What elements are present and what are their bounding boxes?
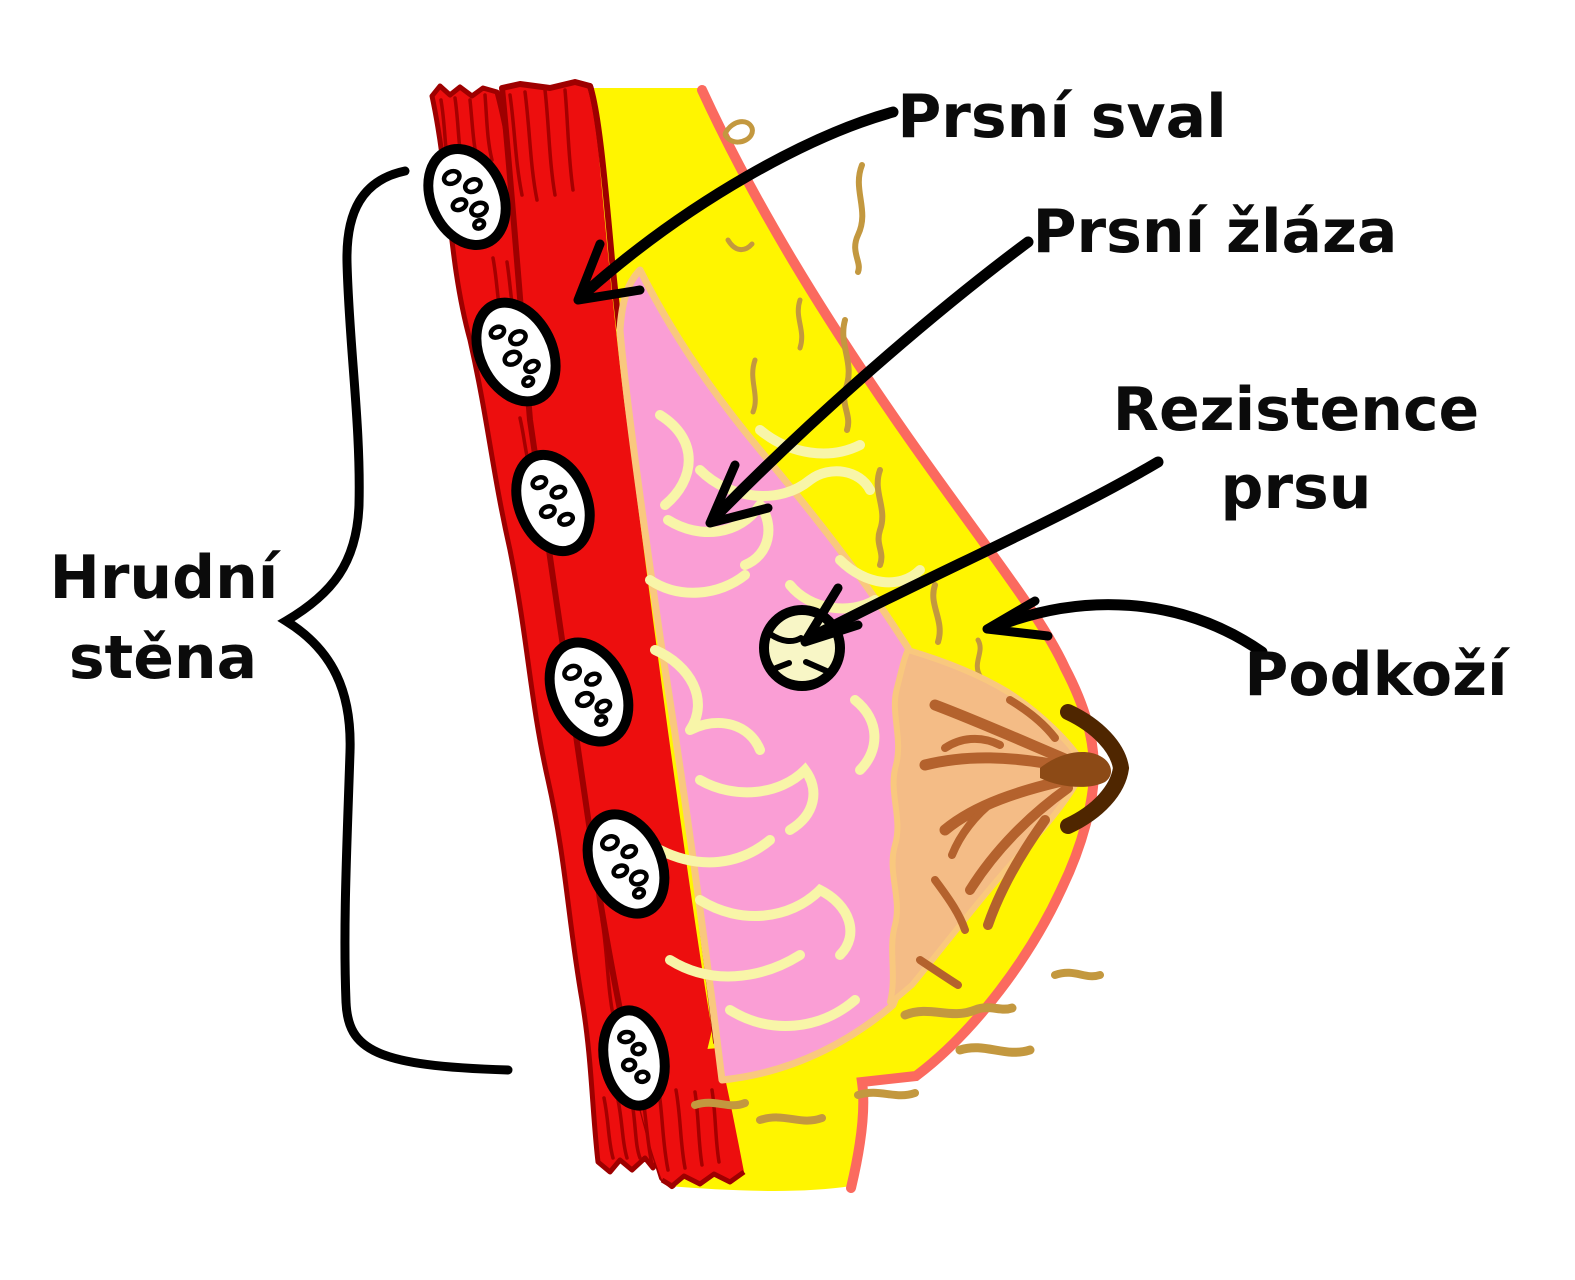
skin-outline [697,85,1100,1193]
label-breast-lump-line2: prsu [1221,453,1372,523]
label-subcutis: Podkoží [1244,640,1511,710]
lump-cracks [767,631,834,676]
breast-lump [759,605,845,691]
gland-veins [645,410,925,1031]
rib-nodes [423,144,670,1111]
pectoral-muscle-arrow [573,106,899,305]
label-breast-lump-line1: Rezistence [1113,375,1479,445]
pectoral-muscle-fibers-top [508,88,575,202]
areola [887,647,1088,1005]
label-chest-wall-line1: Hrudní [50,543,282,613]
pectoral-muscle-tip-outline [660,1169,746,1189]
rib-node [544,637,634,747]
chest-wall-brace [277,166,513,1075]
pectoral-muscle-fibers-bottom [638,1078,721,1172]
rib-node [423,144,511,250]
lump-arrow [800,456,1164,647]
mammary-gland-arrow [705,236,1034,528]
label-pectoral-muscle: Prsní sval [897,82,1226,152]
label-mammary-gland: Prsní žláza [1033,197,1398,267]
rib-node [582,809,670,919]
subcutis-arrow [982,596,1268,658]
rib-node [598,1005,670,1111]
nipple [1040,704,1130,834]
rib-node [471,297,561,407]
annotation-arrows [573,106,1268,658]
label-chest-wall-line2: stěna [69,623,257,693]
rib-node [511,449,595,557]
